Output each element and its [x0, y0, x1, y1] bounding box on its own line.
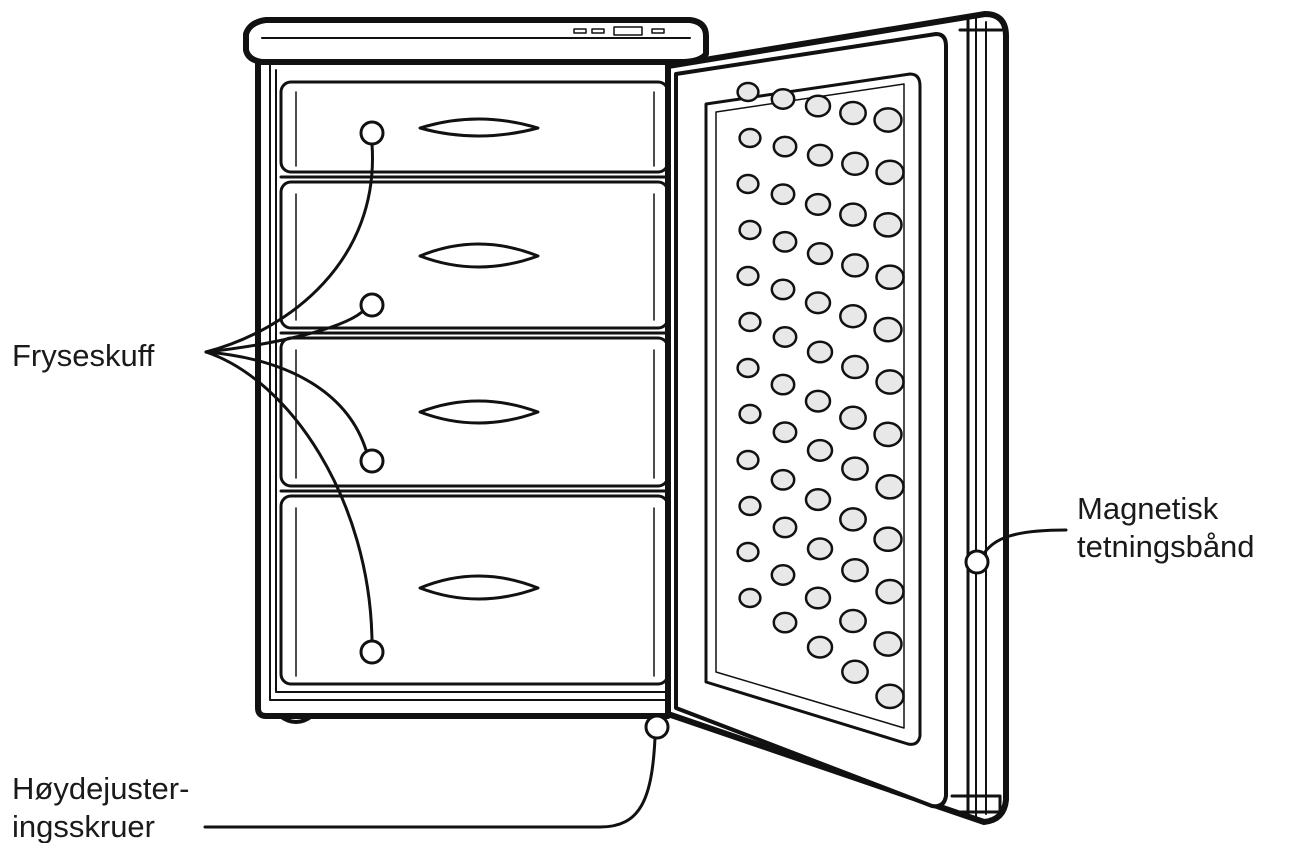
door-bubble [804, 389, 832, 413]
door-bubble [841, 253, 869, 278]
door-bubble [806, 242, 834, 266]
door-bubble [772, 421, 798, 444]
seal-label-line2: tetningsbånd [1077, 529, 1255, 564]
door-bubble [806, 340, 834, 364]
door-bubble [804, 291, 832, 315]
door-bubble [736, 357, 760, 379]
door-bubble [772, 135, 798, 158]
screws-label: Høydejuster- ingsskruer [12, 770, 189, 843]
door-bubble [738, 127, 762, 149]
door-bubble [839, 303, 867, 329]
door-bubble [770, 278, 796, 301]
control-indicator [573, 28, 587, 34]
door-bubble [806, 143, 834, 167]
seal-label: Magnetisk tetningsbånd [1077, 490, 1255, 566]
door-bubble [736, 449, 760, 471]
door-bubble [839, 202, 867, 227]
door-bubble [772, 516, 798, 539]
screws-leader-line [203, 736, 657, 829]
door-bubble [736, 173, 760, 195]
door-bubble [738, 311, 762, 333]
door-bubble [875, 159, 905, 186]
callout-markers [359, 120, 990, 740]
door-bubble [841, 659, 869, 685]
door-bubble [873, 421, 903, 448]
hinge [950, 794, 1002, 814]
door-bubble [772, 611, 798, 634]
door-bubble [875, 264, 905, 291]
control-indicator [591, 28, 605, 34]
door-bubble [873, 631, 903, 657]
door-texture [736, 81, 905, 710]
door-bubble [770, 183, 796, 206]
control-indicator [651, 28, 665, 34]
door-bubble [772, 230, 798, 253]
screws-label-line2: ingsskruer [12, 809, 155, 843]
door-bubble [738, 403, 762, 425]
door-bubble [875, 683, 905, 710]
drawer [279, 336, 670, 488]
drawer-handle [418, 242, 540, 269]
door-bubble [841, 456, 869, 481]
thermostat-display [613, 26, 643, 36]
drawer-handle [418, 117, 540, 138]
door-bubble [804, 94, 832, 118]
door-bubble [873, 107, 903, 133]
door [665, 11, 1009, 825]
door-bubble [839, 507, 867, 532]
drawer-handle [418, 574, 540, 601]
door-bubble [875, 473, 905, 500]
door-bubble [770, 88, 796, 110]
door-bubble [738, 219, 762, 241]
door-bubble [873, 211, 903, 238]
door-bubble [873, 316, 903, 343]
door-bubble [841, 354, 869, 380]
door-bubble [806, 635, 834, 659]
door-bubble [736, 541, 760, 563]
door-bubble [770, 564, 796, 586]
drawer-handle [418, 399, 540, 425]
door-bubble [875, 578, 905, 605]
door-bubble [804, 192, 832, 216]
shelf-divider [279, 175, 670, 493]
door-bubble [770, 373, 796, 396]
drawer [279, 494, 670, 686]
door-bubble [806, 537, 834, 561]
door-bubble [839, 608, 867, 634]
door-bubble [804, 488, 832, 512]
door-bubble [873, 526, 903, 553]
drawer-leader-lines [204, 142, 374, 643]
door-bubble [736, 81, 760, 103]
top-panel [243, 17, 709, 65]
drawer [279, 80, 670, 174]
door-bubble [875, 369, 905, 395]
door-bubble [738, 587, 762, 609]
door-bubble [804, 586, 832, 610]
door-bubble [736, 265, 760, 287]
drawer-label: Fryseskuff [12, 338, 155, 373]
seal-leader-line [983, 528, 1068, 554]
foot [278, 714, 314, 724]
door-bubble [841, 151, 869, 177]
door-bubble [839, 405, 867, 431]
screws-label-line1: Høydejuster- [12, 771, 190, 806]
seal-label-line1: Magnetisk [1077, 491, 1219, 526]
door-bubble [839, 100, 867, 126]
door-bubble [770, 468, 796, 491]
door-bubble [738, 495, 762, 517]
door-bubble [772, 326, 798, 348]
door-bubble [841, 557, 869, 583]
drawer [279, 180, 670, 330]
door-bubble [806, 438, 834, 462]
